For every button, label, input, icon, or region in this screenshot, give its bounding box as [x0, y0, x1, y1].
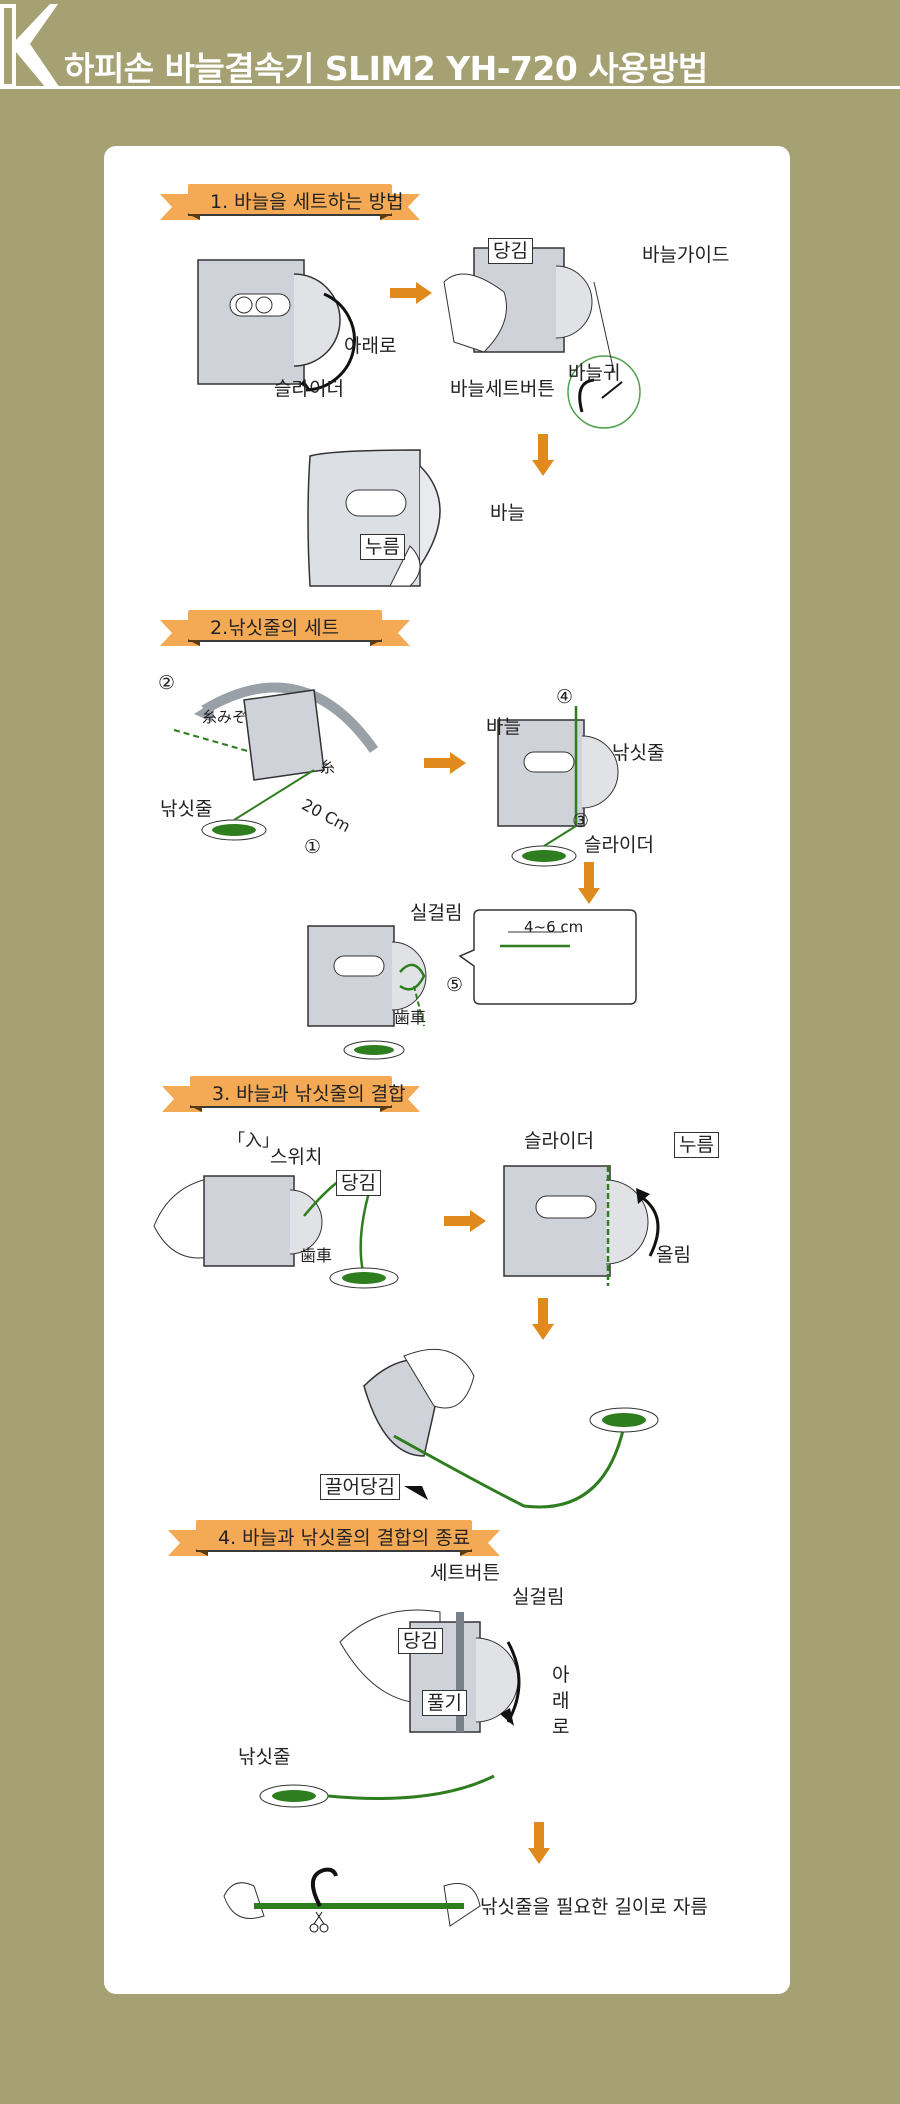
label-circle-5: ⑤ — [446, 974, 464, 996]
label-line: 낚싯줄 — [160, 798, 213, 820]
label-slider: 슬라이더 — [584, 834, 654, 856]
label-needle: 바늘 — [490, 502, 525, 524]
label-needle: 바늘 — [486, 716, 521, 738]
step-2-banner: 2.낚싯줄의 세트 — [160, 610, 410, 646]
label-release: 풀기 — [422, 1690, 467, 1716]
device-closeup-illustration — [307, 449, 441, 587]
label-hook: 실걸림 — [410, 902, 463, 924]
label-needle-guide: 바늘가이드 — [642, 244, 730, 266]
label-drag: 끌어당김 — [320, 1474, 400, 1500]
label-pull: 당김 — [488, 238, 533, 264]
label-line: 낚싯줄 — [612, 742, 665, 764]
label-hook: 실걸림 — [512, 1586, 565, 1608]
callout-bubble — [458, 909, 637, 1005]
down-arrow-icon — [578, 862, 600, 904]
line-set-illustration — [173, 682, 379, 841]
device-illustration — [443, 247, 641, 429]
step-1-title: 1. 바늘을 세트하는 방법 — [210, 191, 404, 213]
label-circle-3: ③ — [572, 810, 590, 832]
label-set-button: 세트버튼 — [430, 1562, 500, 1584]
down-arrow-icon — [528, 1822, 550, 1864]
device-illustration — [503, 1165, 660, 1286]
instruction-card: 1. 바늘을 세트하는 방법 아래로 슬라이더 당김 바늘가이드 바늘세트버튼 … — [104, 146, 790, 1994]
label-cut: 낚싯줄을 필요한 길이로 자름 — [480, 1896, 708, 1918]
label-pull: 당김 — [398, 1628, 443, 1654]
label-line: 낚싯줄 — [238, 1746, 291, 1768]
step-3-banner: 3. 바늘과 낚싯줄의 결합 — [162, 1076, 420, 1112]
next-arrow-icon — [424, 752, 466, 774]
label-pull: 당김 — [336, 1170, 381, 1196]
label-press: 누름 — [360, 534, 405, 560]
page-title: 하피손 바늘결속기 SLIM2 YH-720 사용방법 — [64, 49, 708, 88]
pulling-illustration — [363, 1348, 659, 1509]
label-groove: 糸みぞ — [202, 708, 248, 726]
footer-band — [0, 2052, 900, 2104]
label-switch: 스위치 — [270, 1146, 323, 1168]
next-arrow-icon — [444, 1210, 486, 1232]
device-illustration — [307, 925, 427, 1060]
label-gear: 歯車 — [300, 1246, 333, 1265]
label-circle-1: ① — [304, 836, 322, 858]
label-press: 누름 — [674, 1132, 719, 1158]
label-gear: 歯車 — [394, 1008, 427, 1027]
cutting-illustration — [223, 1867, 481, 1933]
device-illustration — [197, 259, 356, 392]
label-on: 「入」 — [228, 1131, 279, 1151]
device-illustration — [339, 1609, 521, 1733]
next-arrow-icon — [390, 282, 432, 304]
label-thread: 糸 — [320, 758, 336, 776]
step-3-title: 3. 바늘과 낚싯줄의 결합 — [212, 1083, 406, 1105]
spool-line-illustration — [259, 1774, 495, 1808]
label-gap: 4~6 cm — [524, 918, 584, 936]
label-slider: 슬라이더 — [274, 378, 344, 400]
label-needle-set-button: 바늘세트버튼 — [450, 378, 555, 400]
step-4-title: 4. 바늘과 낚싯줄의 결합의 종료 — [218, 1527, 471, 1549]
label-down: 아 래 로 — [552, 1664, 570, 1738]
step-1-banner: 1. 바늘을 세트하는 방법 — [160, 184, 420, 220]
label-down: 아래로 — [344, 335, 397, 357]
down-arrow-icon — [532, 434, 554, 476]
label-raise: 올림 — [656, 1244, 691, 1266]
header-divider — [0, 86, 900, 89]
step-4-banner: 4. 바늘과 낚싯줄의 결합의 종료 — [168, 1520, 500, 1556]
page-header: 하피손 바늘결속기 SLIM2 YH-720 사용방법 — [0, 0, 900, 90]
label-slider: 슬라이더 — [524, 1130, 594, 1152]
label-needle-ear: 바늘귀 — [568, 362, 621, 384]
step-2-title: 2.낚싯줄의 세트 — [210, 617, 340, 639]
device-illustration — [497, 706, 619, 867]
label-circle-4: ④ — [556, 686, 574, 708]
down-arrow-icon — [532, 1298, 554, 1340]
label-circle-2: ② — [158, 672, 176, 694]
k-logo-icon — [0, 4, 60, 88]
device-in-hand-illustration — [153, 1169, 399, 1289]
